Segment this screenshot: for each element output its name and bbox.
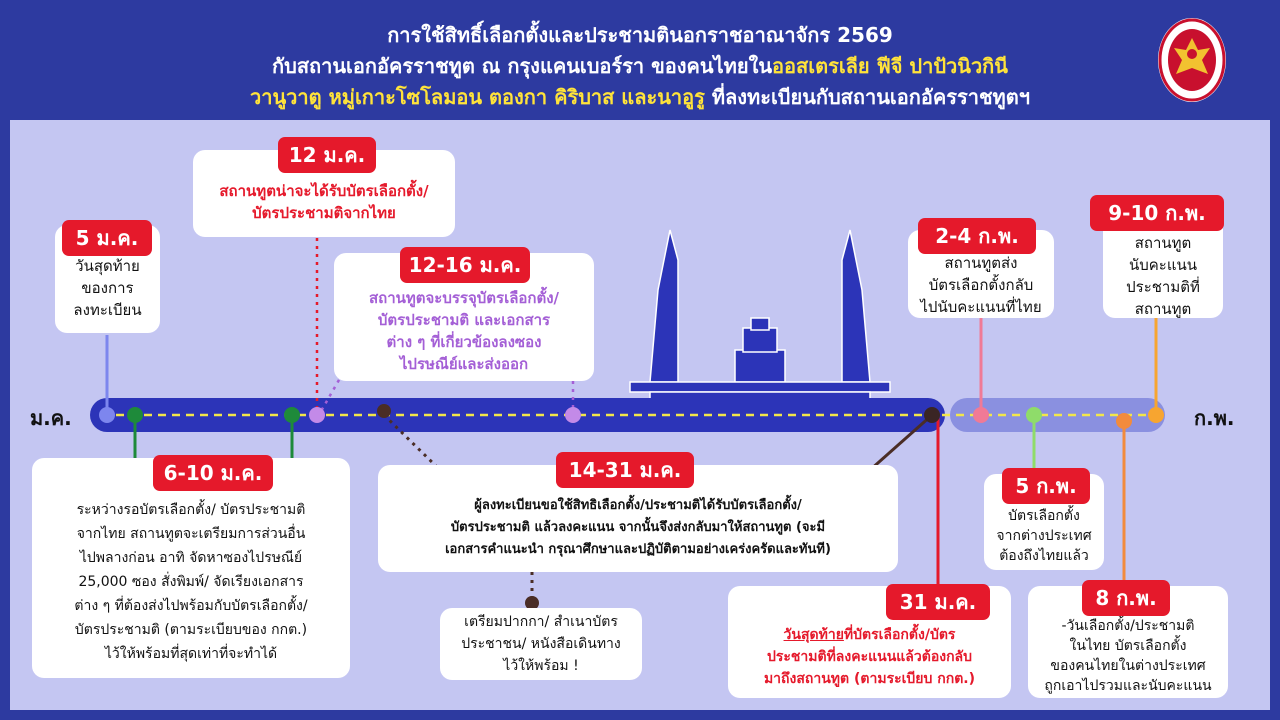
event-jan5-line-3: ลงทะเบียน xyxy=(73,301,142,319)
event-feb8-line-4: ถูกเอาไปรวมและนับคะแนน xyxy=(1044,678,1212,694)
event-feb9-10-line-1: สถานทูต xyxy=(1134,234,1192,252)
event-card-jan12: สถานทูตน่าจะได้รับบัตรเลือกตั้ง/ บัตรประ… xyxy=(193,150,455,237)
date-tag-jan5: 5 ม.ค. xyxy=(62,220,152,256)
event-jan12-16-line-4: ไปรษณีย์และส่งออก xyxy=(399,355,529,373)
event-jan12-line-1: สถานทูตน่าจะได้รับบัตรเลือกตั้ง/ xyxy=(219,182,429,200)
date-tag-feb8: 8 ก.พ. xyxy=(1082,580,1170,616)
event-jan6-10-line-2: จากไทย สถานทูตจะเตรียมการส่วนอื่น xyxy=(76,526,306,542)
header-line-2-b: ออสเตรเลีย ฟีจี ปาปัวนิวกินี xyxy=(772,54,1008,78)
event-feb5-line-1: บัตรเลือกตั้ง xyxy=(1008,508,1080,524)
event-jan31-line-3: มาถึงสถานทูต (ตามระเบียบ กกต.) xyxy=(763,671,976,687)
event-jan12-16-line-2: บัตรประชามติ และเอกสาร xyxy=(377,311,551,329)
header-line-3-a: วานูวาตู หมู่เกาะโซโลมอน ตองกา คิริบาส แ… xyxy=(250,85,705,109)
event-feb9-10-line-2: นับคะแนน xyxy=(1128,256,1198,274)
date-tag-jan14-31: 14-31 ม.ค. xyxy=(556,452,694,488)
event-jan31-line-1: วันสุดท้ายที่บัตรเลือกตั้ง/บัตร xyxy=(728,624,1011,646)
event-jan31-underline: วันสุดท้าย xyxy=(783,627,844,643)
prepare-line-2: ประชาชน/ หนังสือเดินทาง xyxy=(461,636,621,652)
event-jan14-31-line-2: บัตรประชามติ แล้วลงคะแนน จากนั้นจึงส่งกล… xyxy=(450,520,826,535)
event-jan6-10-line-1: ระหว่างรอบัตรเลือกตั้ง/ บัตรประชามติ xyxy=(76,502,306,518)
header: การใช้สิทธิ์เลือกตั้งและประชามตินอกราชอา… xyxy=(0,0,1280,120)
date-tag-feb9-10: 9-10 ก.พ. xyxy=(1090,195,1224,231)
democracy-monument-icon xyxy=(629,229,891,401)
event-card-jan14-31: ผู้ลงทะเบียนขอใช้สิทธิเลือกตั้ง/ประชามติ… xyxy=(378,465,898,572)
event-card-jan31: วันสุดท้ายที่บัตรเลือกตั้ง/บัตร ประชามติ… xyxy=(728,586,1011,698)
date-tag-feb5: 5 ก.พ. xyxy=(1002,468,1090,504)
event-jan5-line-2: ของการ xyxy=(81,279,134,297)
header-line-2: กับสถานเอกอัครราชทูต ณ กรุงแคนเบอร์รา ขอ… xyxy=(0,51,1280,82)
header-line-2-a: กับสถานเอกอัครราชทูต ณ กรุงแคนเบอร์รา ขอ… xyxy=(272,54,773,78)
event-card-jan12-16: สถานทูตจะบรรจุบัตรเลือกตั้ง/ บัตรประชามต… xyxy=(334,253,594,381)
event-feb8-line-3: ของคนไทยในต่างประเทศ xyxy=(1050,658,1206,674)
event-jan6-10-line-5: ต่าง ๆ ที่ต้องส่งไปพร้อมกับบัตรเลือกตั้ง… xyxy=(74,598,308,614)
header-line-3-b: ที่ลงทะเบียนกับสถานเอกอัครราชทูตฯ xyxy=(704,85,1030,109)
prepare-documents-card: เตรียมปากกา/ สำเนาบัตร ประชาชน/ หนังสือเ… xyxy=(440,608,642,680)
prepare-line-1: เตรียมปากกา/ สำเนาบัตร xyxy=(464,614,618,630)
event-jan6-10-line-4: 25,000 ซอง สั่งพิมพ์/ จัดเรียงเอกสาร xyxy=(78,574,304,590)
date-tag-jan12-16: 12-16 ม.ค. xyxy=(400,247,530,283)
event-jan31-line-2: ประชามติที่ลงคะแนนแล้วต้องกลับ xyxy=(766,649,973,665)
event-feb5-line-2: จากต่างประเทศ xyxy=(996,528,1092,544)
event-jan31-line-1-rest: ที่บัตรเลือกตั้ง/บัตร xyxy=(843,627,956,643)
date-tag-jan31: 31 ม.ค. xyxy=(886,584,990,620)
event-jan6-10-line-7: ไว้ให้พร้อมที่สุดเท่าที่จะทำได้ xyxy=(104,646,278,662)
garuda-emblem-icon xyxy=(1158,18,1226,102)
event-feb9-10-line-3: ประชามติที่ xyxy=(1126,278,1200,296)
event-jan6-10-line-6: บัตรประชามติ (ตามระเบียบของ กกต.) xyxy=(74,622,308,638)
event-jan14-31-line-1: ผู้ลงทะเบียนขอใช้สิทธิเลือกตั้ง/ประชามติ… xyxy=(474,498,802,513)
axis-end-label: ก.พ. xyxy=(1194,406,1235,430)
event-jan6-10-line-3: ไปพลางก่อน อาทิ จัดหาซองไปรษณีย์ xyxy=(79,550,303,566)
event-jan12-16-line-1: สถานทูตจะบรรจุบัตรเลือกตั้ง/ xyxy=(368,289,560,307)
timeline-graphics xyxy=(90,229,1165,610)
event-jan5-line-1: วันสุดท้าย xyxy=(75,257,140,275)
event-feb2-4-line-1: สถานทูตส่ง xyxy=(944,254,1018,272)
header-line-1: การใช้สิทธิ์เลือกตั้งและประชามตินอกราชอา… xyxy=(387,23,893,47)
date-tag-jan6-10: 6-10 ม.ค. xyxy=(153,455,273,491)
axis-start-label: ม.ค. xyxy=(30,406,72,430)
event-jan12-16-line-3: ต่าง ๆ ที่เกี่ยวข้องลงซอง xyxy=(386,333,542,351)
event-feb2-4-line-3: ไปนับคะแนนที่ไทย xyxy=(920,298,1042,316)
date-tag-feb2-4: 2-4 ก.พ. xyxy=(918,218,1036,254)
timeline-bar-january xyxy=(90,398,945,432)
header-line-3: วานูวาตู หมู่เกาะโซโลมอน ตองกา คิริบาส แ… xyxy=(0,82,1280,113)
timeline-canvas: ม.ค. ก.พ. วันสุดท้าย ของการ ลงทะเบียน 5 … xyxy=(10,120,1270,710)
event-feb9-10-line-4: สถานทูต xyxy=(1134,300,1192,318)
event-feb8-line-1: -วันเลือกตั้ง/ประชามติ xyxy=(1061,618,1195,634)
event-feb2-4-line-2: บัตรเลือกตั้งกลับ xyxy=(928,276,1034,294)
event-feb5-line-3: ต้องถึงไทยแล้ว xyxy=(999,548,1089,564)
event-jan14-31-line-3: เอกสารคำแนะนำ กรุณาศึกษาและปฏิบัติตามอย่… xyxy=(445,542,831,557)
event-jan12-line-2: บัตรประชามติจากไทย xyxy=(252,204,396,222)
event-card-jan6-10: ระหว่างรอบัตรเลือกตั้ง/ บัตรประชามติ จาก… xyxy=(32,458,350,678)
prepare-line-3: ไว้ให้พร้อม ! xyxy=(503,658,579,674)
embassy-emblem-logo xyxy=(1158,18,1226,102)
date-tag-jan12: 12 ม.ค. xyxy=(278,137,376,173)
event-feb8-line-2: ในไทย บัตรเลือกตั้ง xyxy=(1069,638,1187,654)
